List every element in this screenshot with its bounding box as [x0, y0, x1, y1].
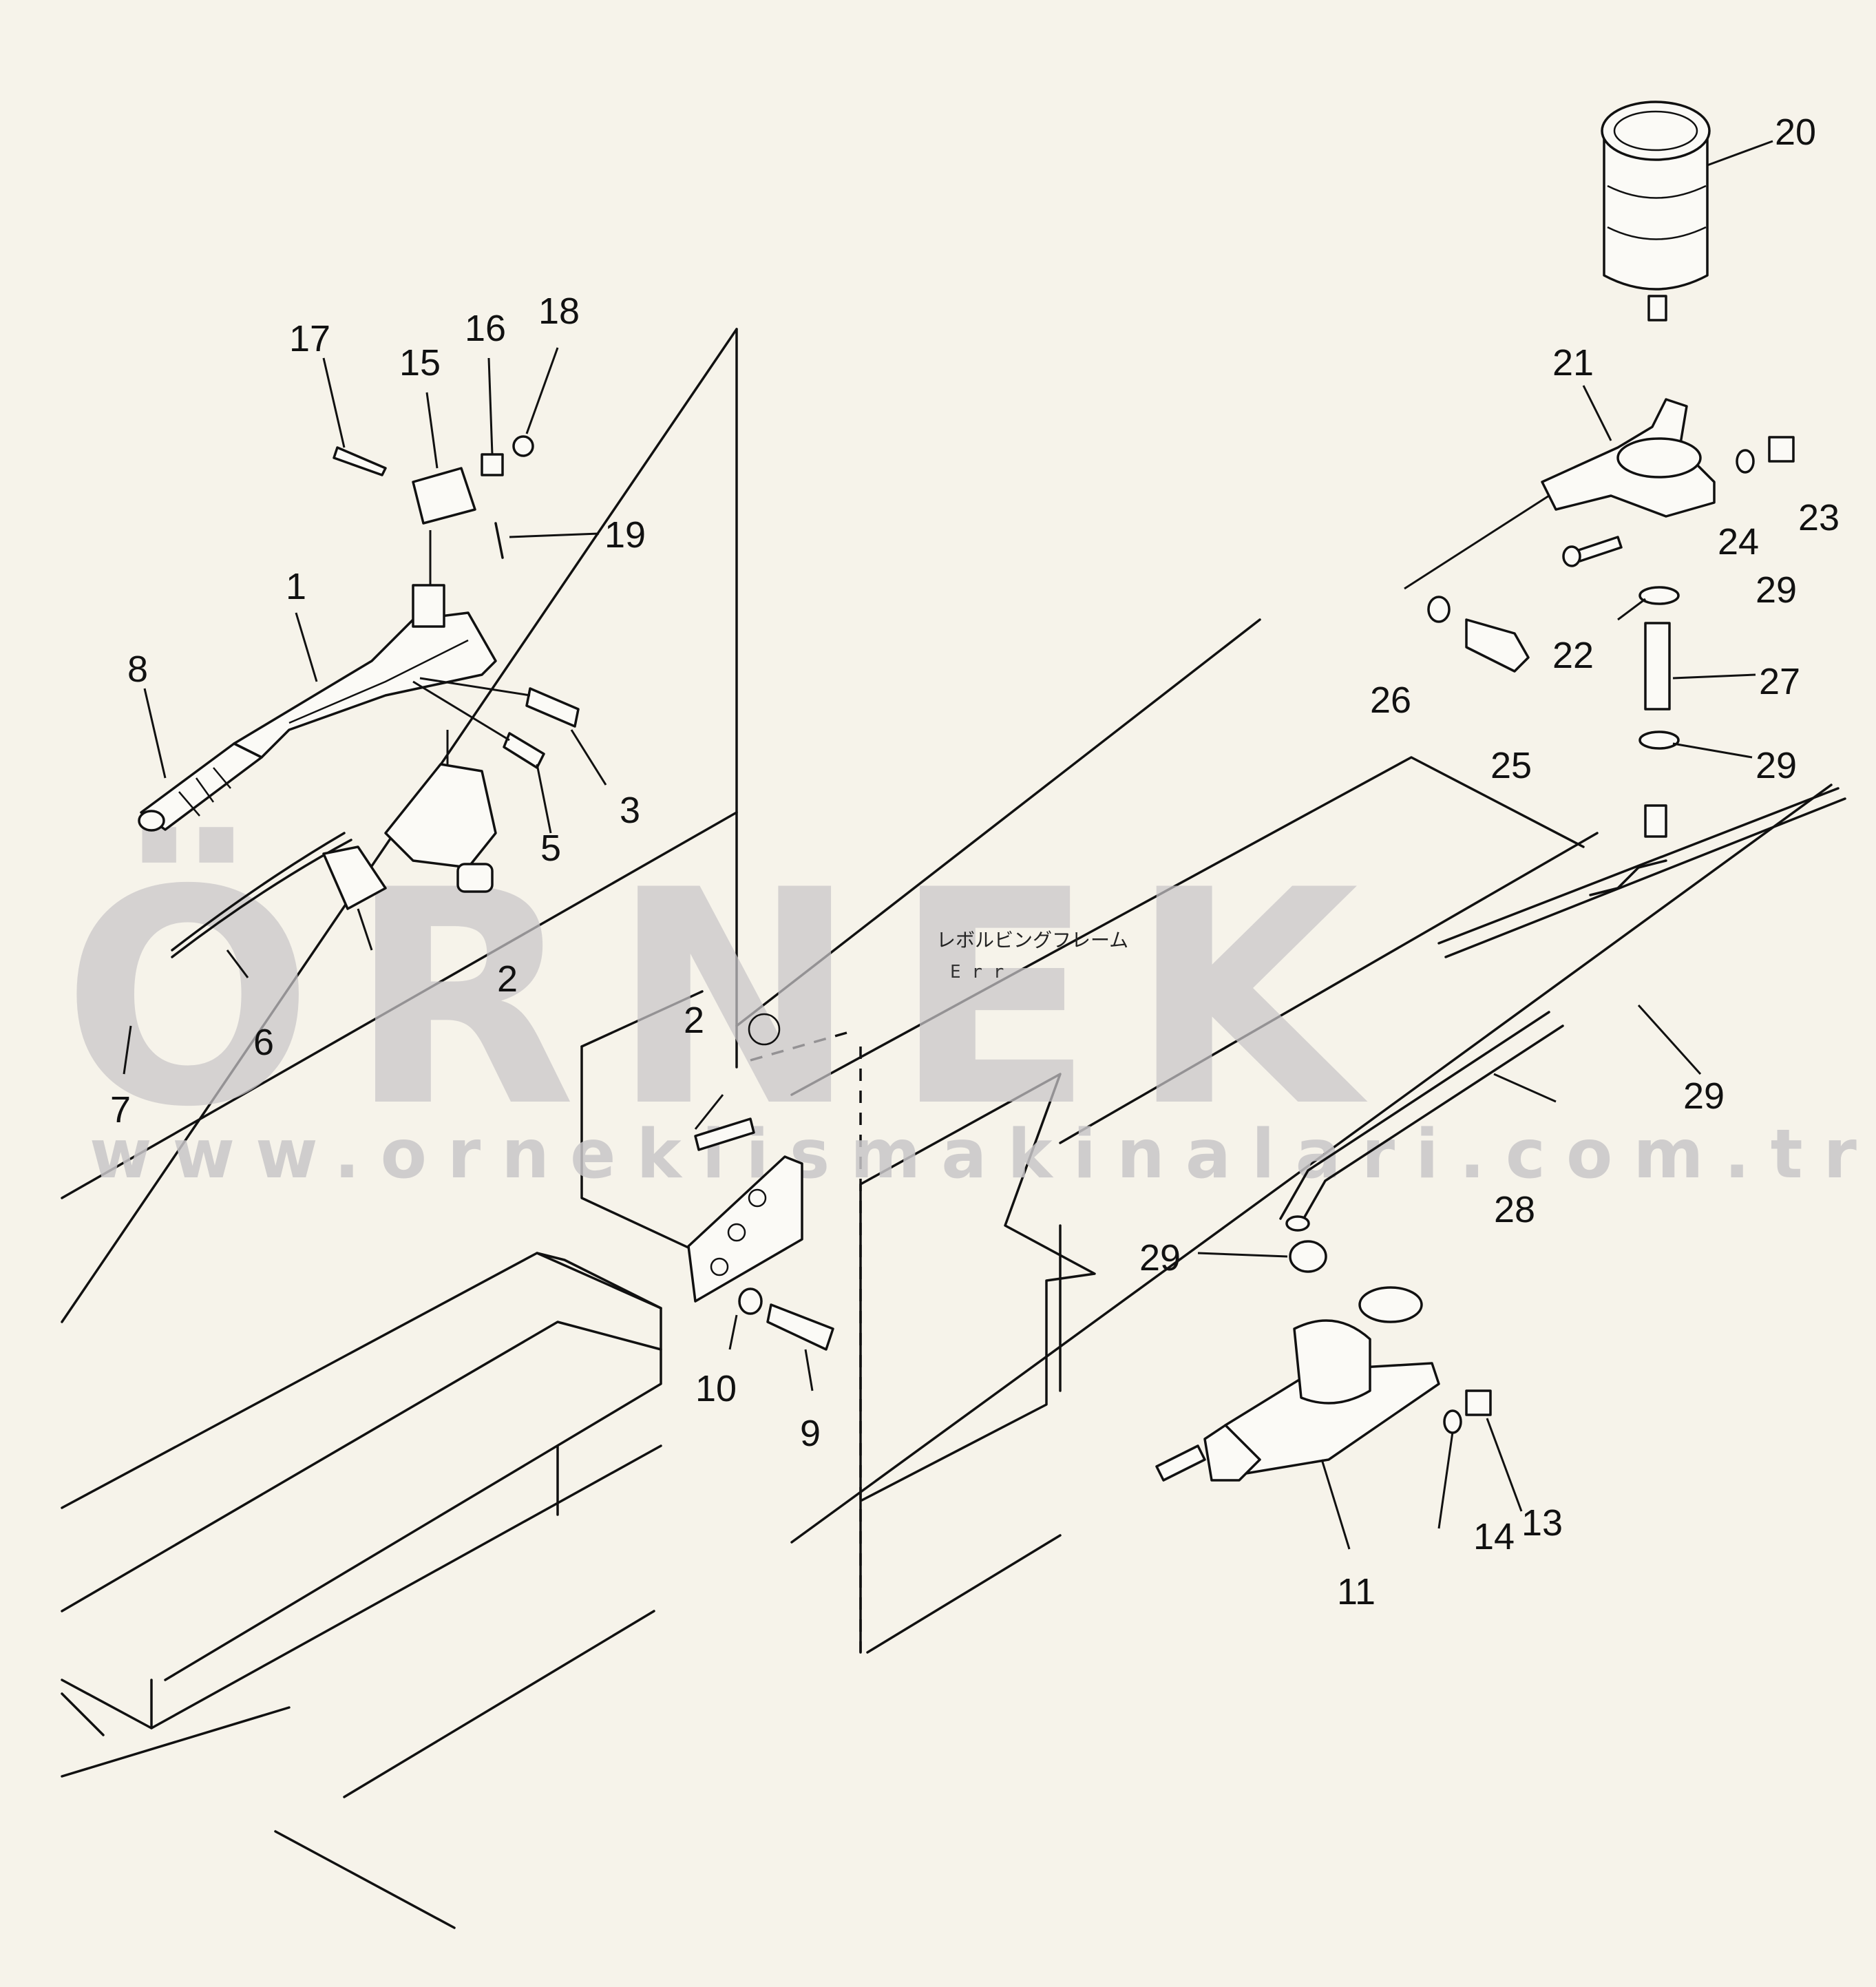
clevis-pin: [333, 446, 387, 476]
callout-21: 21: [1552, 342, 1594, 383]
callout-28: 28: [1494, 1189, 1535, 1230]
reservoir-outlet: [1647, 295, 1667, 322]
callout-29-right: 29: [1683, 1075, 1725, 1117]
callout-29-cylinder: 29: [1139, 1237, 1181, 1279]
cylinder-push-rod: [1155, 1444, 1206, 1482]
pipe-end: [1285, 1215, 1310, 1232]
callout-27: 27: [1759, 661, 1800, 702]
pin: [525, 687, 580, 728]
callout-15: 15: [399, 342, 441, 383]
callout-13: 13: [1521, 1502, 1563, 1544]
hose-27: [1644, 622, 1671, 711]
revolving-frame-outline: [61, 328, 1846, 1929]
callout-2-plate: 2: [684, 1000, 704, 1041]
frame-label-jp: レボルビングフレーム: [936, 929, 1128, 952]
reservoir-assembly: [1404, 101, 1795, 838]
callout-17: 17: [289, 318, 330, 359]
callout-1: 1: [286, 566, 306, 607]
master-cylinder-assembly: [1155, 859, 1667, 1550]
reservoir-tank: [1603, 129, 1709, 291]
callout-8: 8: [127, 649, 148, 690]
leader-lines: [123, 347, 1756, 1529]
callout-19: 19: [604, 514, 646, 556]
callout-9: 9: [800, 1413, 821, 1454]
bolt-22: [1575, 536, 1623, 563]
mounting-plate-group: [687, 1013, 834, 1391]
lever-assembly: [138, 435, 580, 978]
washer-18: [512, 435, 534, 457]
clevis: [412, 467, 476, 525]
bolt-5: [503, 732, 545, 769]
callout-20: 20: [1775, 112, 1816, 153]
callout-22: 22: [1552, 635, 1594, 676]
cable-bracket: [322, 845, 387, 910]
callout-2-sector: 2: [497, 958, 518, 1000]
callout-23: 23: [1798, 497, 1840, 538]
clamp-29-cylinder: [1289, 1240, 1327, 1273]
reservoir-cap: [1601, 101, 1711, 161]
frame-label: レボルビングフレーム E r r: [936, 929, 1128, 982]
nut-16: [481, 453, 504, 476]
callout-5: 5: [540, 828, 561, 869]
grip-end-cap: [138, 810, 165, 832]
callout-3: 3: [620, 790, 640, 831]
clamp-29-upper: [1638, 586, 1680, 605]
callout-16: 16: [465, 308, 506, 349]
tube-fitting: [1644, 804, 1667, 838]
washer-26: [1427, 596, 1451, 623]
washer-14: [1443, 1409, 1462, 1434]
frame-label-en-partial: E r r: [950, 962, 1004, 982]
cylinder-port: [1358, 1286, 1423, 1323]
callout-14: 14: [1473, 1516, 1515, 1557]
washer-24: [1736, 449, 1755, 474]
mounting-plate: [687, 1155, 803, 1303]
washer-10: [738, 1287, 763, 1315]
callout-25: 25: [1490, 745, 1532, 786]
lever-top-tab: [412, 584, 445, 628]
callout-29-top: 29: [1756, 569, 1797, 611]
ratchet-roller: [456, 863, 494, 893]
clamp-29-lower: [1638, 730, 1680, 750]
bolt-2: [694, 1117, 755, 1151]
bolt-9: [766, 1303, 834, 1351]
callout-26: 26: [1370, 680, 1411, 721]
callout-7: 7: [110, 1089, 131, 1131]
callout-29-mid: 29: [1756, 745, 1797, 786]
lever-arm: [233, 611, 497, 759]
callout-11: 11: [1337, 1571, 1376, 1612]
nut-23: [1768, 436, 1795, 463]
callout-24: 24: [1718, 521, 1759, 563]
callout-18: 18: [538, 291, 580, 332]
callouts: 20 21 23 24 29 22 27 26 25 29 29 28 29 1…: [110, 112, 1840, 1612]
nut-13: [1465, 1389, 1492, 1416]
callout-6: 6: [253, 1022, 274, 1063]
callout-10: 10: [695, 1368, 737, 1409]
watermark-url: www.orneklismakinalari.com.tr: [89, 1115, 1876, 1194]
bolt-25: [1465, 618, 1530, 673]
